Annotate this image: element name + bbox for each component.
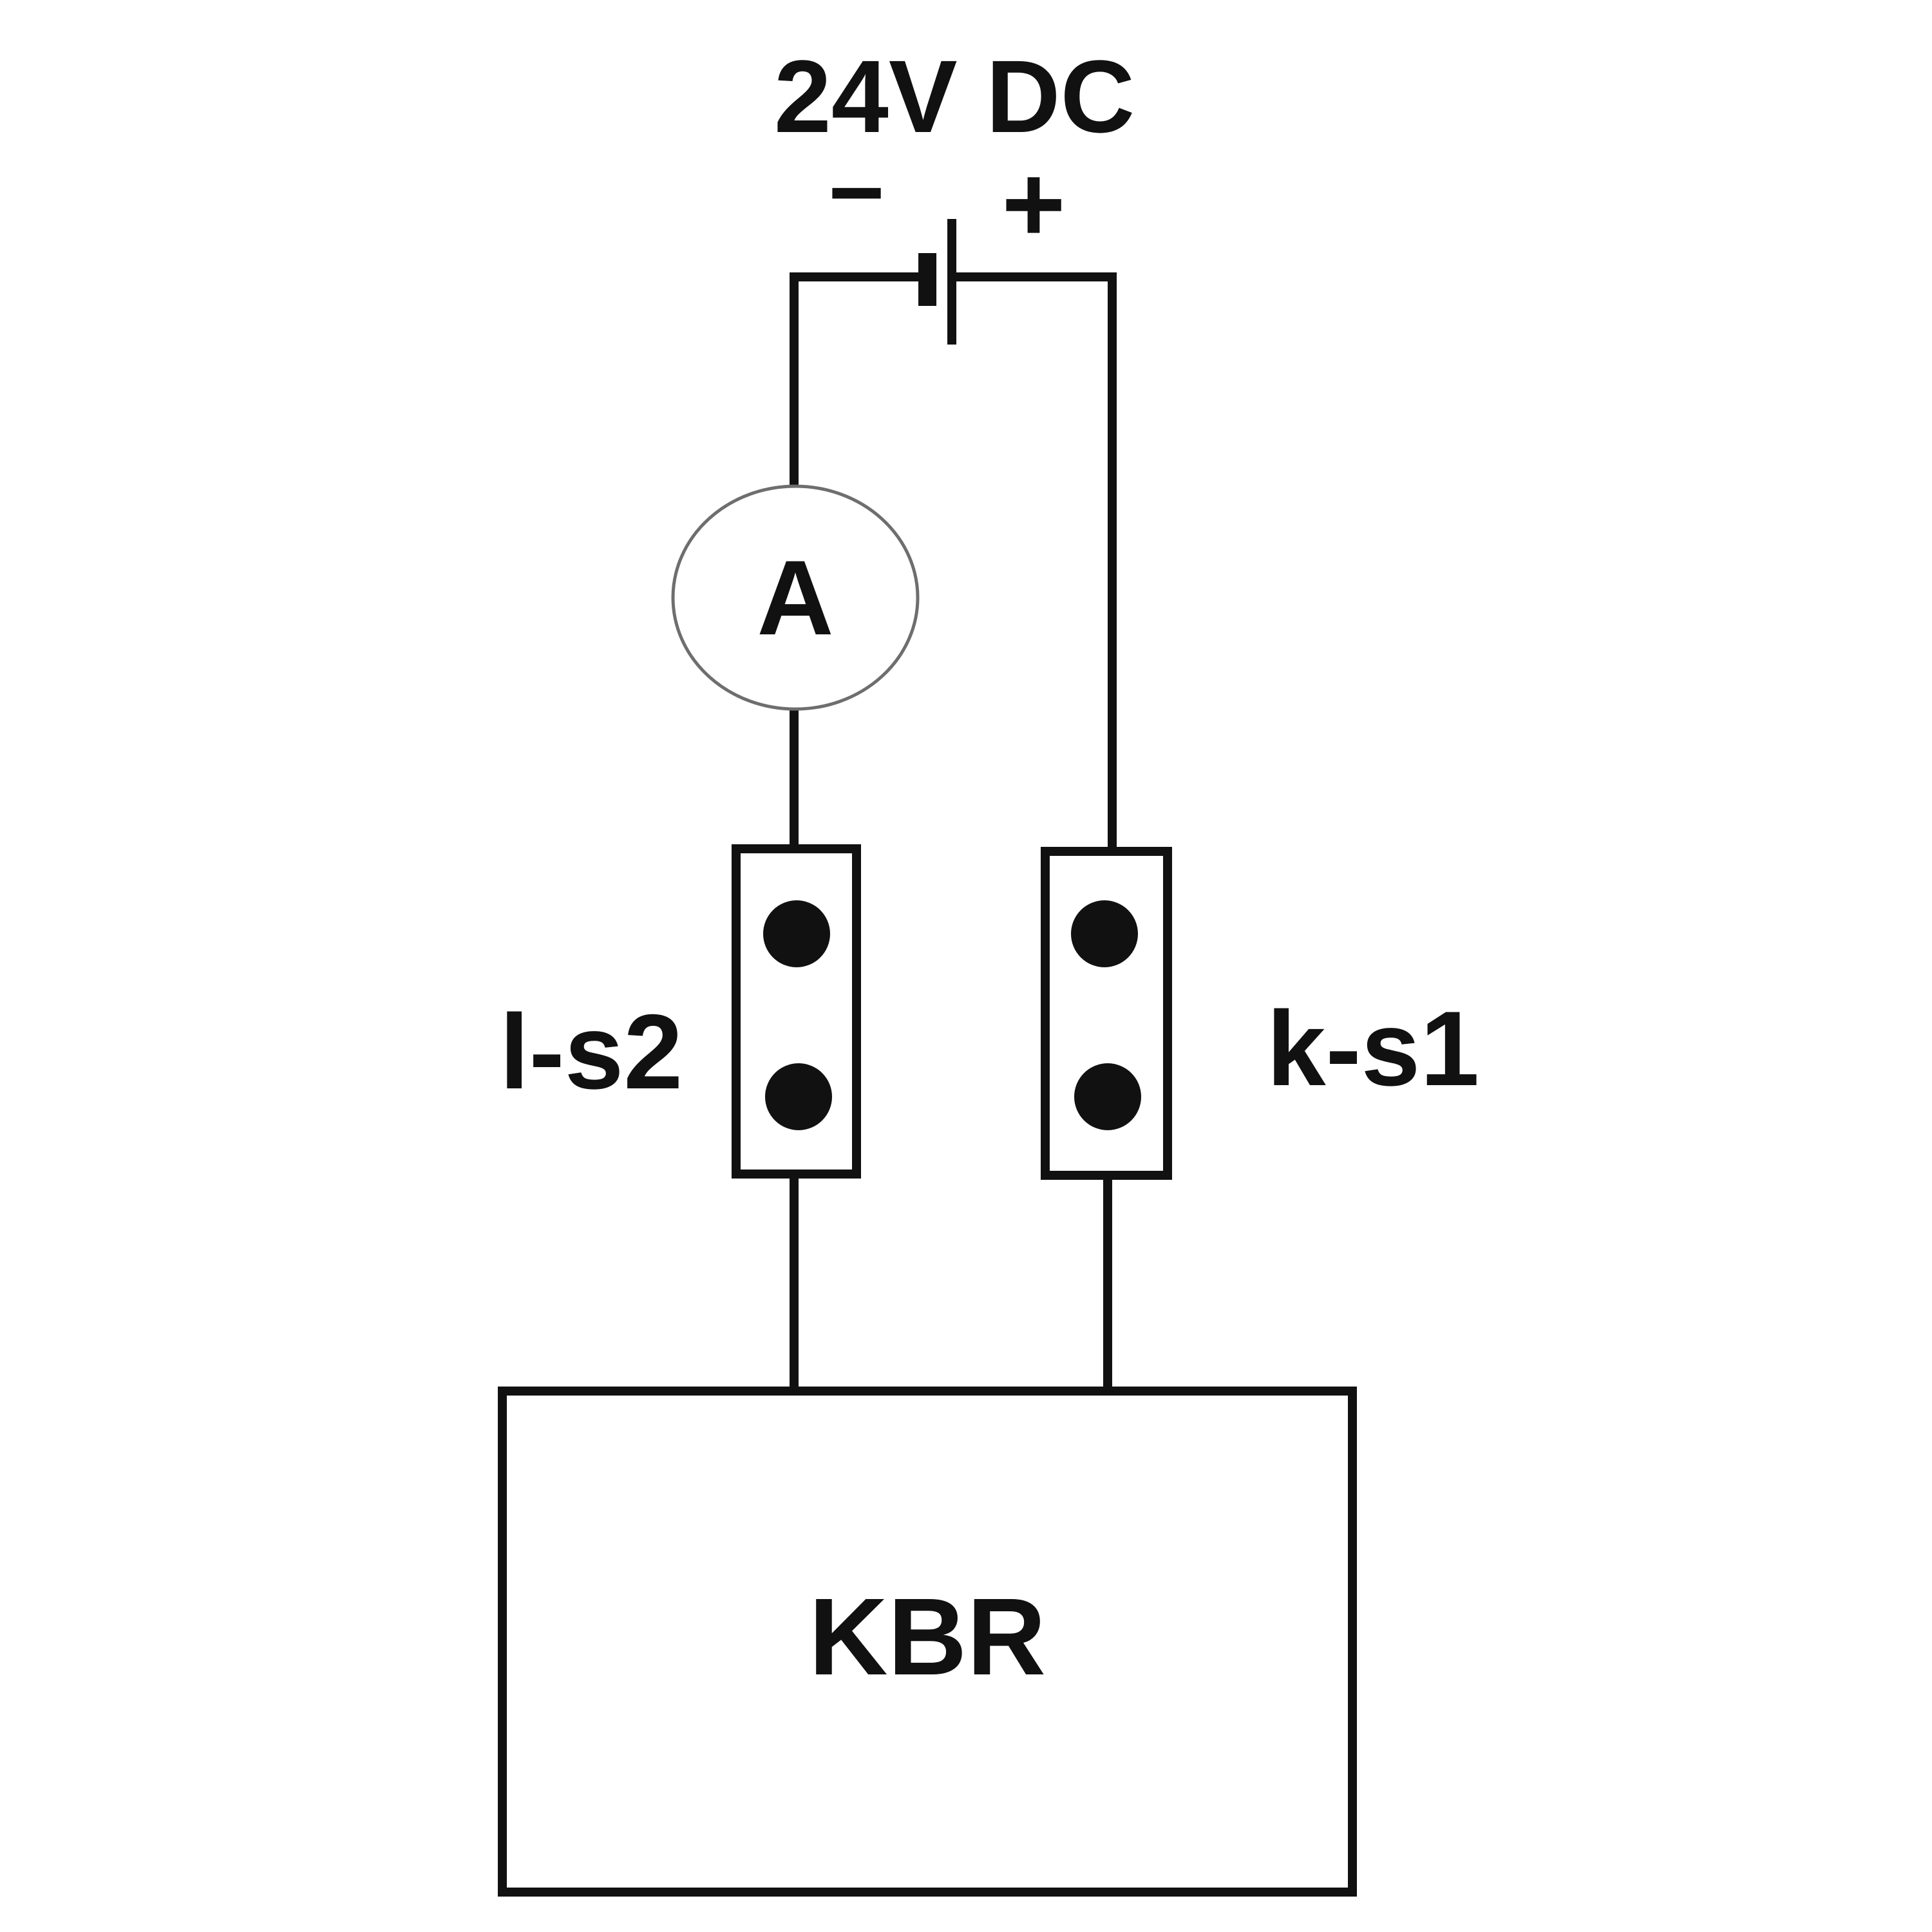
terminal-right-contact-top (1071, 900, 1138, 967)
terminal-right-contact-bottom (1074, 1063, 1141, 1130)
terminal-block-right (1041, 847, 1172, 1180)
ammeter-circle (671, 484, 920, 711)
voltage-label: 24V DC (774, 39, 1135, 154)
ammeter: A (671, 484, 920, 711)
plus-sign: + (1001, 143, 1065, 265)
terminal-left-label: l-s2 (500, 992, 683, 1111)
battery-symbol (790, 219, 1117, 345)
kbr-device-label: KBR (809, 1576, 1046, 1698)
terminal-right-label: k-s1 (1267, 989, 1479, 1108)
minus-sign: − (828, 138, 885, 246)
kbr-device: KBR (498, 1387, 1357, 1897)
ammeter-symbol: A (757, 538, 833, 657)
terminal-left-contact-top (763, 900, 830, 967)
kbr-device-frame (498, 1387, 1357, 1897)
terminal-block-left (732, 844, 861, 1179)
terminal-left-contact-bottom (765, 1063, 832, 1130)
